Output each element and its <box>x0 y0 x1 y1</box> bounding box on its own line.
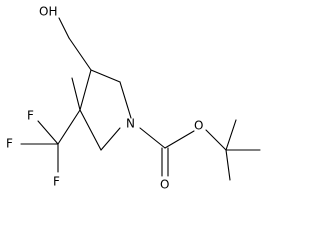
nitrogen-label: N <box>126 117 135 131</box>
fluorine-bottom-label: F <box>53 175 60 189</box>
bond-n-carbonyl <box>139 127 166 149</box>
bond-c5-n <box>119 81 132 119</box>
bond-c3-cf3 <box>57 109 81 145</box>
bond-c3-methyl <box>71 77 81 111</box>
bond-c3-c4 <box>79 69 92 111</box>
bond-c4-c5 <box>90 69 121 83</box>
fluorine-left-label: F <box>6 137 13 151</box>
bond-tbu-methyl-bottom <box>225 149 231 181</box>
carbonyl-oxygen-label: O <box>160 178 169 192</box>
bond-c2-c3 <box>79 109 102 151</box>
bond-ch2-c4 <box>68 37 92 71</box>
hydroxyl-label: OH <box>39 5 57 19</box>
bond-oh-ch2 <box>58 17 70 39</box>
bond-ester-o-tbu <box>205 129 227 151</box>
bond-carbonyl-ester-o <box>164 130 195 149</box>
bond-tbu-methyl-top <box>225 119 237 151</box>
ester-oxygen-label: O <box>194 119 203 133</box>
fluorine-top-label: F <box>27 109 34 123</box>
chemical-structure: OH N O O F F F <box>6 4 261 192</box>
bond-n-c2 <box>100 127 121 151</box>
bond-cf3-f-top <box>37 120 59 145</box>
